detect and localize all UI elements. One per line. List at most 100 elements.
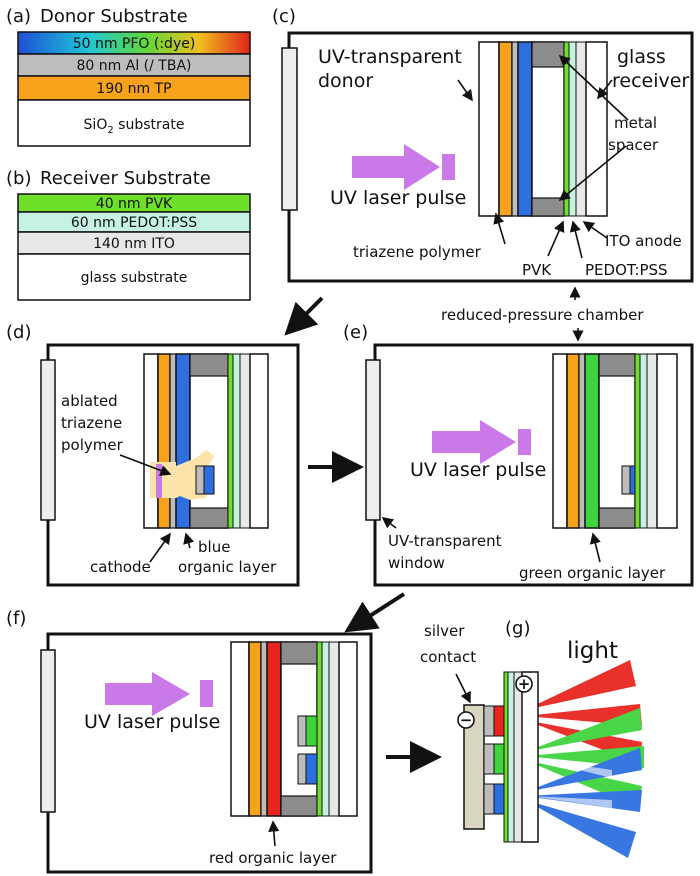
ito-strip — [646, 353, 658, 529]
receiver-glass — [338, 641, 358, 817]
laser-source-icon — [200, 680, 213, 707]
panel-b-title: Receiver Substrate — [40, 168, 211, 189]
light-rays — [525, 660, 644, 858]
panel-b: (b) Receiver Substrate 40 nm PVK 60 nm P… — [6, 168, 251, 301]
red-ray — [525, 660, 636, 710]
receiver-glass — [521, 671, 539, 843]
panel-g-tag: (g) — [505, 618, 530, 639]
glass-substrate-label: glass substrate — [81, 270, 188, 286]
aluminium-label: 80 nm Al (/ TBA) — [77, 58, 192, 74]
green-pixel — [493, 743, 505, 775]
transferred-blue-pixel — [203, 465, 215, 495]
green-emitter-layer — [584, 353, 600, 529]
spacer-bottom — [531, 197, 565, 217]
tp-label: 190 nm TP — [96, 81, 171, 97]
pvk-strip — [503, 671, 509, 843]
ablated-label-line3: polymer — [61, 436, 124, 454]
ito-strip — [513, 671, 523, 843]
red-label-pointer — [268, 820, 280, 847]
aluminium-strip — [169, 353, 177, 529]
blue-pixel-cathode — [297, 753, 307, 785]
ito-strip — [328, 641, 340, 817]
spacer-top — [189, 353, 229, 377]
pvk-strip — [227, 353, 234, 529]
panel-e-pointers — [381, 517, 601, 563]
pvk-thickness-label: 40 nm PVK — [96, 196, 173, 212]
aluminium-strip — [260, 641, 268, 817]
red-pixel — [493, 705, 505, 737]
spacer-label-line2: spacer — [608, 136, 659, 154]
pvk-strip — [634, 353, 641, 529]
donor-glass — [230, 641, 250, 817]
panel-c-tag: (c) — [272, 6, 296, 27]
gap-region — [531, 41, 565, 217]
spacer-top — [598, 353, 636, 377]
ito-thickness-label: 140 nm ITO — [93, 236, 175, 252]
pulse-label: UV laser pulse — [84, 711, 220, 733]
spacer-bottom — [598, 507, 636, 529]
laser-source-icon — [518, 429, 531, 455]
triazene-label: triazene polymer — [353, 243, 482, 261]
contact-label-line2: contact — [420, 648, 476, 666]
uv-window — [365, 359, 381, 521]
pedot-strip — [321, 641, 330, 817]
red-pixel-cathode — [483, 705, 495, 737]
panel-a-title: Donor Substrate — [40, 6, 188, 27]
receiver-label-line2: receiver — [612, 70, 689, 92]
blue-label-line1: blue — [198, 538, 230, 556]
minus-sign: − — [460, 711, 473, 729]
negative-terminal-icon — [457, 711, 475, 729]
green-ray — [525, 708, 642, 752]
donor-glass — [143, 353, 159, 529]
deposited-blue-pixel — [629, 465, 636, 495]
pvk-label: PVK — [522, 261, 552, 279]
uv-window — [40, 649, 56, 813]
pvk-strip — [316, 641, 323, 817]
pfo-label: 50 nm PFO (:dye) — [73, 36, 196, 52]
ablated-label-line2: triazene — [61, 414, 122, 432]
gap-region — [189, 353, 229, 529]
flow-arrow-c-to-d — [284, 296, 324, 336]
spacer-top — [531, 41, 565, 68]
donor-label-line1: UV-transparent — [318, 46, 462, 68]
panel-e: (e) UV laser pulse UV-transparent window… — [343, 322, 694, 587]
triazene-layer — [248, 641, 262, 817]
spacer-bottom — [189, 507, 229, 529]
laser-pulse-arrow — [432, 420, 516, 464]
uv-window — [40, 359, 56, 521]
laser-source-icon — [442, 154, 455, 180]
window-label-line2: window — [388, 554, 445, 572]
ito-anode-label: ITO anode — [605, 232, 682, 250]
light-label: light — [567, 638, 618, 664]
pulse-label: UV laser pulse — [410, 459, 546, 481]
deposited-cathode — [621, 465, 631, 495]
donor-label-line2: donor — [318, 70, 373, 92]
laser-pulse-arrow — [352, 144, 440, 190]
gap-region — [598, 353, 636, 529]
flow-arrow-e-to-f — [344, 592, 406, 633]
panel-a-tag: (a) — [6, 6, 31, 27]
triazene-layer — [566, 353, 580, 529]
panel-f-tag: (f) — [6, 608, 26, 629]
window-label-line1: UV-transparent — [388, 532, 502, 550]
chamber-pointers — [569, 286, 584, 342]
receiver-glass — [249, 353, 269, 529]
glass-substrate — [17, 253, 251, 301]
blue-label-line2: organic layer — [178, 558, 277, 576]
pulse-label: UV laser pulse — [330, 187, 466, 209]
donor-glass — [478, 41, 500, 217]
cathode-label: cathode — [90, 558, 151, 576]
blue-emitter-layer — [517, 41, 533, 217]
green-pixel — [305, 715, 318, 747]
chamber-label: reduced-pressure chamber — [441, 306, 644, 324]
pedot-strip — [639, 353, 648, 529]
spacer-top — [280, 641, 318, 665]
panel-c: (c) UV-transparent donor glass receiver … — [272, 6, 694, 283]
panel-e-tag: (e) — [343, 322, 368, 343]
panel-f: (f) UV laser pulse red organic layer — [6, 608, 373, 874]
panel-d: (d) ablated triazene polymer cathode blu… — [6, 322, 300, 587]
green-pixel-cathode — [297, 715, 307, 747]
positive-terminal-icon — [515, 675, 533, 693]
transferred-cathode — [195, 465, 205, 495]
